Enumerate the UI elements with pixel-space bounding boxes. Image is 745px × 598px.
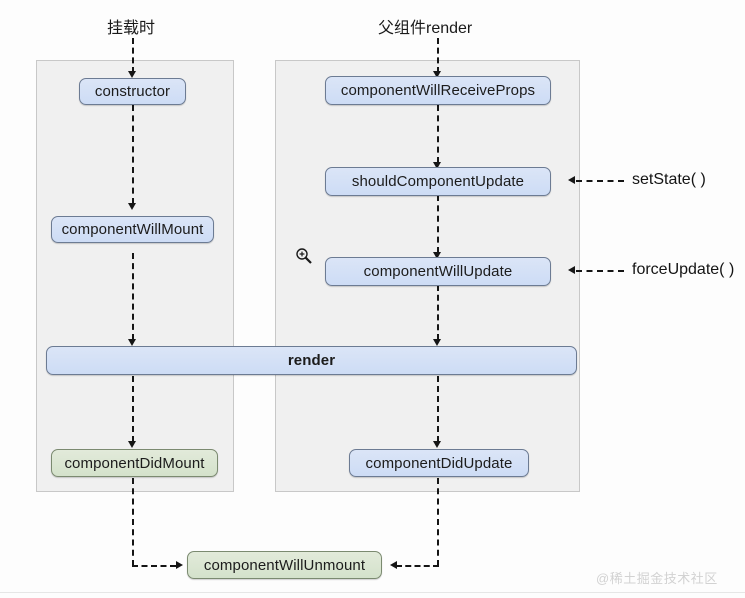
- arrowhead-constructor-in: [128, 71, 136, 78]
- node-component-will-mount[interactable]: componentWillMount: [51, 216, 214, 243]
- node-component-will-mount-label: componentWillMount: [61, 221, 204, 238]
- connector-updatelabel-to-willreceiveprops: [437, 38, 439, 73]
- trigger-label-setstate: setState( ): [632, 171, 706, 188]
- connector-constructor-to-willmount: [132, 105, 134, 204]
- mounting-phase-panel: [36, 60, 234, 492]
- arrowhead-didupdate-in: [433, 441, 441, 448]
- connector-mountlabel-to-constructor: [132, 38, 134, 73]
- connector-didmount-to-unmount: [132, 565, 176, 567]
- connector-setstate-to-shouldupdate: [576, 180, 624, 182]
- node-constructor-label: constructor: [94, 83, 171, 100]
- mounting-phase-label: 挂载时: [107, 20, 156, 37]
- connector-willmount-to-render: [132, 253, 134, 340]
- updating-phase-label: 父组件render: [378, 20, 473, 37]
- node-component-did-update-label: componentDidUpdate: [365, 454, 513, 472]
- node-render[interactable]: render: [46, 346, 577, 375]
- node-component-will-receive-props[interactable]: componentWillReceiveProps: [325, 76, 551, 105]
- arrowhead-didmount-in: [128, 441, 136, 448]
- connector-didupdate-to-unmount: [396, 565, 439, 567]
- node-component-will-unmount[interactable]: componentWillUnmount: [187, 551, 382, 579]
- node-component-did-mount[interactable]: componentDidMount: [51, 449, 218, 477]
- node-render-label: render: [287, 352, 336, 369]
- bottom-divider: [0, 592, 745, 593]
- arrowhead-willmount-in: [128, 203, 136, 210]
- node-component-will-receive-props-label: componentWillReceiveProps: [340, 82, 536, 99]
- connector-render-to-didupdate: [437, 376, 439, 442]
- connector-didupdate-down: [437, 478, 439, 566]
- arrowhead-render-in-right: [433, 339, 441, 346]
- node-component-did-mount-label: componentDidMount: [64, 454, 205, 472]
- connector-didmount-down: [132, 478, 134, 566]
- arrowhead-unmount-in-left: [176, 561, 183, 569]
- node-should-component-update[interactable]: shouldComponentUpdate: [325, 167, 551, 196]
- connector-willreceiveprops-to-shouldupdate: [437, 105, 439, 163]
- connector-forceupdate-to-willupdate: [576, 270, 624, 272]
- trigger-label-forceupdate: forceUpdate( ): [632, 261, 735, 278]
- arrowhead-render-in-left: [128, 339, 136, 346]
- arrowhead-shouldupdate-in: [433, 162, 441, 169]
- node-component-will-update[interactable]: componentWillUpdate: [325, 257, 551, 286]
- node-component-did-update[interactable]: componentDidUpdate: [349, 449, 529, 477]
- magnifier-zoom-in-icon: [295, 247, 313, 265]
- node-component-will-update-label: componentWillUpdate: [363, 263, 513, 280]
- connector-willupdate-to-render: [437, 285, 439, 340]
- node-should-component-update-label: shouldComponentUpdate: [351, 173, 525, 190]
- arrowhead-willreceiveprops-in: [433, 71, 441, 78]
- node-component-will-unmount-label: componentWillUnmount: [203, 556, 366, 574]
- arrowhead-unmount-in-right: [390, 561, 397, 569]
- arrowhead-willupdate-in: [433, 252, 441, 259]
- connector-render-to-didmount: [132, 376, 134, 442]
- arrowhead-forceupdate: [568, 266, 575, 274]
- node-constructor[interactable]: constructor: [79, 78, 186, 105]
- arrowhead-setstate: [568, 176, 575, 184]
- connector-shouldupdate-to-willupdate: [437, 195, 439, 253]
- watermark-text: @稀土掘金技术社区: [596, 571, 718, 586]
